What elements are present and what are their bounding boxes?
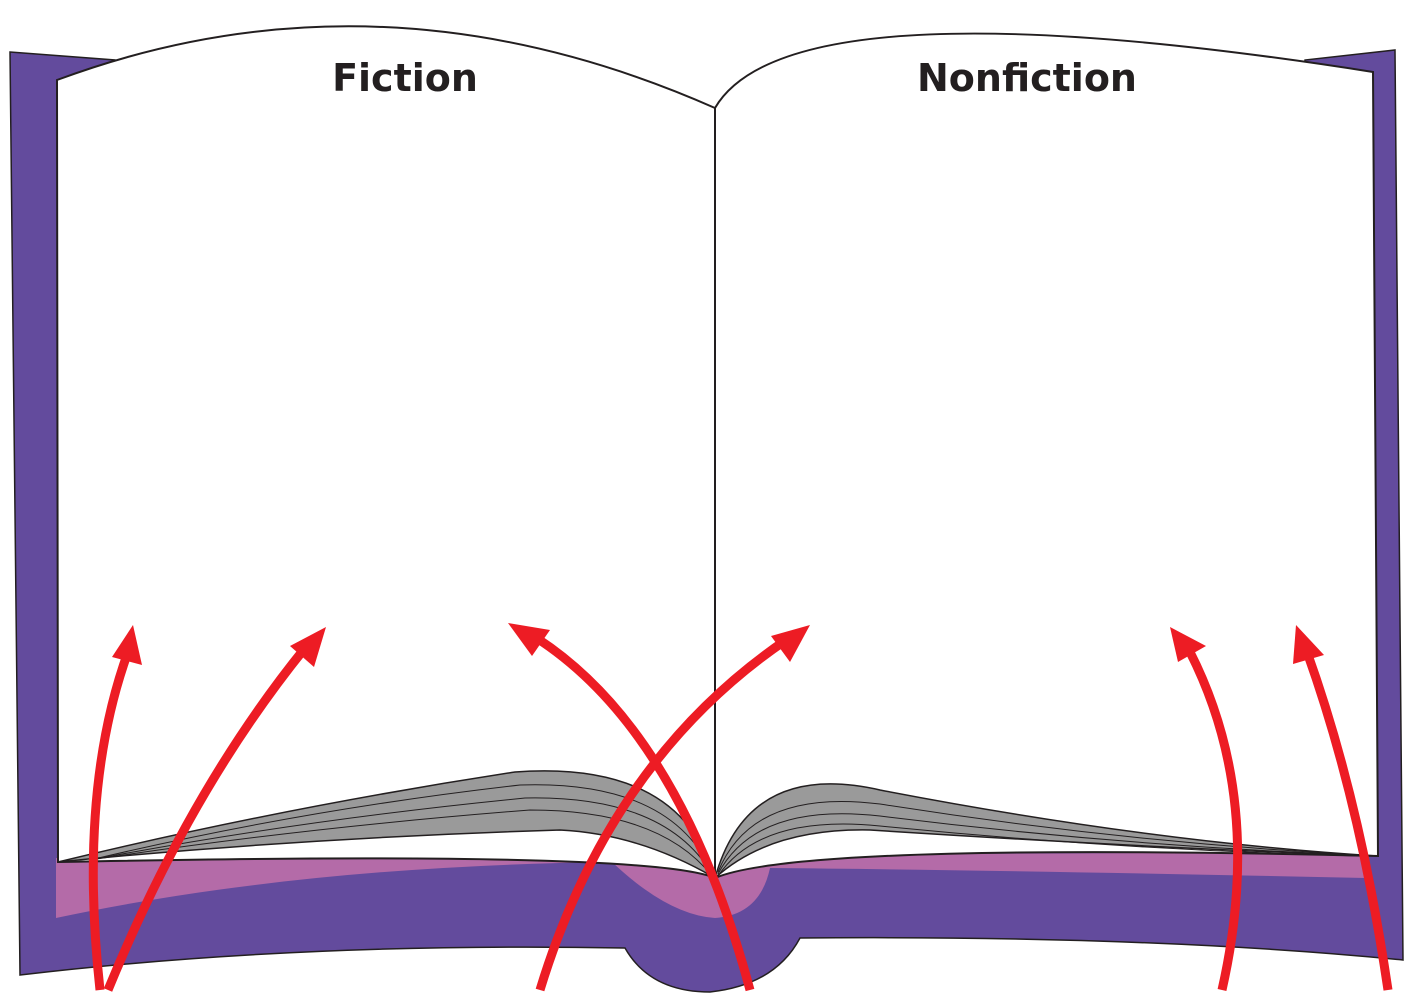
right-page <box>715 34 1378 878</box>
fiction-heading: Fiction <box>332 56 478 100</box>
nonfiction-heading: Nonfiction <box>917 56 1137 100</box>
left-page <box>57 26 715 878</box>
